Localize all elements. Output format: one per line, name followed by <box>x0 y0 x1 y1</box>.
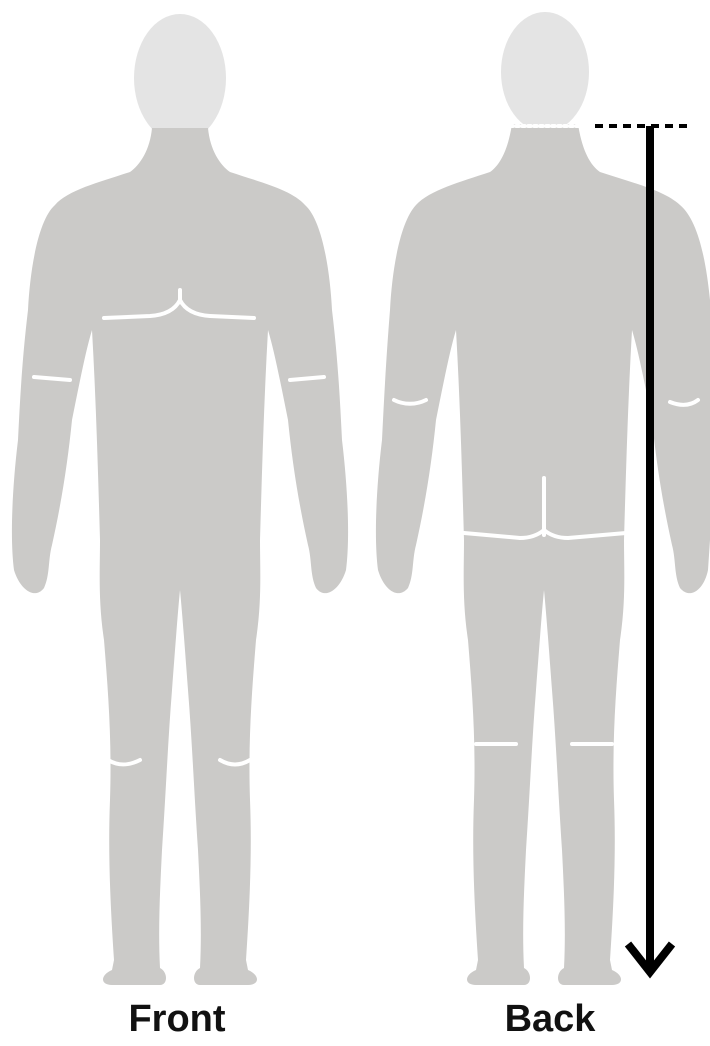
back-figure <box>376 12 710 985</box>
back-head <box>501 12 589 132</box>
front-body-silhouette <box>12 128 348 985</box>
front-label: Front <box>77 1000 277 1038</box>
front-figure <box>12 14 348 985</box>
back-label: Back <box>450 1000 650 1038</box>
back-body-silhouette <box>376 124 710 985</box>
front-head <box>134 14 226 142</box>
